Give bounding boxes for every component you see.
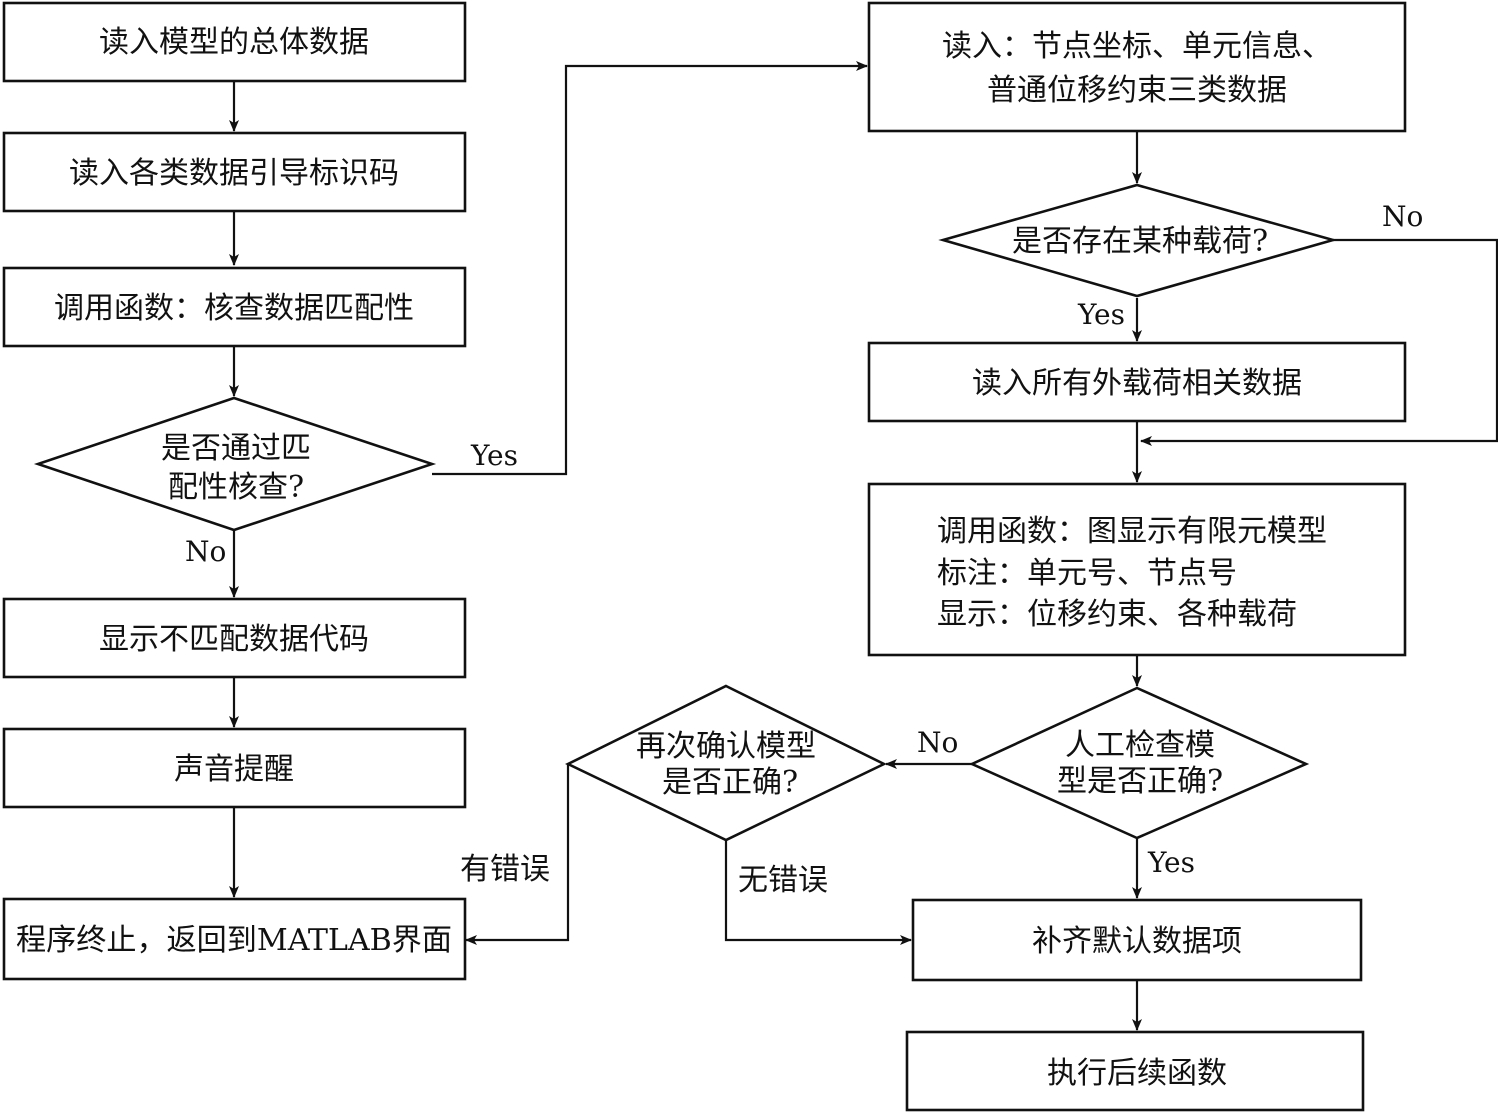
node-display-model: 调用函数：图显示有限元模型 标注：单元号、节点号 显示：位移约束、各种载荷 xyxy=(867,482,1407,657)
node-read-nodes: 读入：节点坐标、单元信息、 普通位移约束三类数据 xyxy=(867,1,1407,133)
read-nodes-line-1: 读入：节点坐标、单元信息、 xyxy=(942,29,1332,64)
node-execute-next: 执行后续函数 xyxy=(905,1030,1365,1112)
node-fill-defaults-text: 补齐默认数据项 xyxy=(1032,924,1242,959)
load-decision-text: 是否存在某种载荷? xyxy=(1012,224,1268,259)
node-load-decision: 是否存在某种载荷? xyxy=(938,183,1338,298)
match-decision-line-2: 配性核查? xyxy=(168,470,304,505)
label-load-no: No xyxy=(1382,200,1423,233)
manual-check-line-2: 型是否正确? xyxy=(1057,764,1223,799)
display-model-line-3: 显示：位移约束、各种载荷 xyxy=(937,597,1297,632)
label-manual-yes: Yes xyxy=(1147,846,1195,879)
display-model-line-2: 标注：单元号、节点号 xyxy=(937,556,1237,591)
read-nodes-line-2: 普通位移约束三类数据 xyxy=(987,73,1287,108)
display-model-line-1: 调用函数：图显示有限元模型 xyxy=(937,514,1327,549)
edge-decision-yes xyxy=(432,61,868,476)
node-read-codes-text: 读入各类数据引导标识码 xyxy=(69,156,399,191)
node-sound-alert: 声音提醒 xyxy=(2,727,467,809)
connectors xyxy=(229,61,1498,1031)
node-read-model-text: 读入模型的总体数据 xyxy=(99,25,369,60)
reconfirm-line-2: 是否正确? xyxy=(662,765,798,800)
match-decision-line-1: 是否通过匹 xyxy=(161,431,311,466)
reconfirm-line-1: 再次确认模型 xyxy=(636,729,816,764)
node-read-codes: 读入各类数据引导标识码 xyxy=(2,131,467,213)
edge-reconfirm-ok xyxy=(724,840,912,945)
manual-check-line-1: 人工检查模 xyxy=(1065,728,1215,763)
label-match-no: No xyxy=(185,535,226,568)
node-read-loads-text: 读入所有外载荷相关数据 xyxy=(972,366,1302,401)
label-load-yes: Yes xyxy=(1077,298,1125,331)
label-has-error: 有错误 xyxy=(460,852,550,887)
label-no-error: 无错误 xyxy=(738,863,828,898)
node-manual-check: 人工检查模 型是否正确? xyxy=(968,686,1310,840)
edge-load-no xyxy=(1140,238,1498,446)
node-terminate-text: 程序终止，返回到MATLAB界面 xyxy=(16,923,452,958)
node-match-decision: 是否通过匹 配性核查? xyxy=(33,396,437,532)
node-read-loads: 读入所有外载荷相关数据 xyxy=(867,341,1407,423)
edge-reconfirm-error xyxy=(465,764,570,945)
label-match-yes: Yes xyxy=(470,439,518,472)
node-execute-next-text: 执行后续函数 xyxy=(1047,1056,1227,1091)
node-read-model: 读入模型的总体数据 xyxy=(2,1,467,83)
node-call-check-text: 调用函数：核查数据匹配性 xyxy=(54,291,414,326)
node-sound-alert-text: 声音提醒 xyxy=(174,752,294,787)
node-call-check: 调用函数：核查数据匹配性 xyxy=(2,266,467,348)
node-show-mismatch-text: 显示不匹配数据代码 xyxy=(99,622,369,657)
node-fill-defaults: 补齐默认数据项 xyxy=(911,898,1363,982)
node-terminate: 程序终止，返回到MATLAB界面 xyxy=(2,897,467,981)
label-manual-no: No xyxy=(917,726,958,759)
edge-labels: Yes No No Yes No Yes 有错误 无错误 xyxy=(185,200,1423,898)
node-show-mismatch: 显示不匹配数据代码 xyxy=(2,597,467,679)
node-reconfirm: 再次确认模型 是否正确? xyxy=(565,684,887,842)
